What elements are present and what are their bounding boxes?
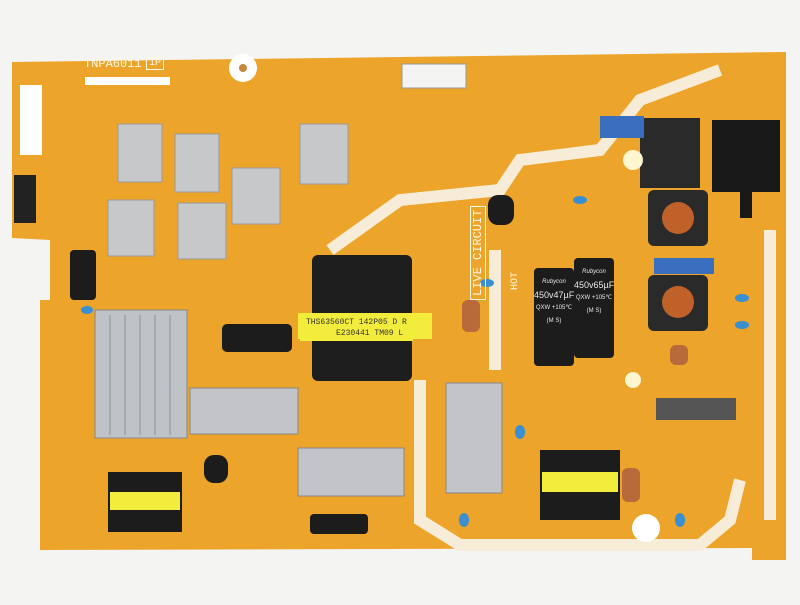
part-number: TNPA6011 xyxy=(84,57,142,71)
cap1-sub: (M S) xyxy=(546,318,562,324)
cap2-sub: (M S) xyxy=(586,308,602,314)
transformer-label: THS63560CT 142P05 D R E230441 TM09 L xyxy=(300,315,413,341)
cap2-brand: Rubycon xyxy=(582,269,606,275)
bridge-rectifier xyxy=(656,398,736,420)
cap-left xyxy=(70,250,96,300)
heatsink-left xyxy=(94,309,188,439)
cap-horizontal xyxy=(222,324,292,352)
x-capacitor xyxy=(600,116,644,138)
film-cap xyxy=(462,300,480,332)
revision: 1P xyxy=(146,57,165,70)
cap2-series: QXW +105℃ xyxy=(575,295,613,301)
mounting-holes xyxy=(229,54,660,542)
bulk-capacitor-1 xyxy=(534,268,574,366)
isolation-gaps xyxy=(326,64,776,551)
side-sticker xyxy=(20,85,42,155)
heatsink-fins xyxy=(109,315,171,435)
connector-left xyxy=(14,175,36,223)
heatsink-right xyxy=(445,382,503,494)
cap1-rating: 450v47µF xyxy=(534,290,575,300)
power-inlet xyxy=(712,120,780,218)
live-circuit-label: LIVE CIRCUIT xyxy=(470,205,486,300)
transformer-label-line2: E230441 TM09 L xyxy=(336,329,404,338)
heatsink-bottom xyxy=(297,447,405,497)
cap2-rating: 450v65µF xyxy=(574,280,615,290)
heatsink-mid xyxy=(189,387,299,435)
transformer-label-line1: THS63560CT 142P05 D R xyxy=(306,318,407,327)
cap-bottom xyxy=(204,455,228,483)
capacitor-2-label: Rubycon 450v65µF QXW +105℃ (M S) xyxy=(574,266,614,318)
cap1-series: QXW +105℃ xyxy=(535,305,573,311)
cap-small xyxy=(488,195,514,225)
cap1-brand: Rubycon xyxy=(542,279,566,285)
x-capacitor-2 xyxy=(654,258,714,274)
bulk-capacitor-2 xyxy=(574,258,614,358)
hot-label: HOT xyxy=(510,271,521,290)
barcode-sticker xyxy=(85,77,170,85)
capacitor-1-label: Rubycon 450v47µF QXW +105℃ (M S) xyxy=(534,276,574,328)
fuse-holder xyxy=(623,150,643,170)
ceramic-caps xyxy=(81,196,749,527)
connector-top xyxy=(401,63,467,89)
cap-bottom-2 xyxy=(310,514,368,534)
grey-connectors xyxy=(107,123,349,260)
choke-3 xyxy=(640,118,700,188)
